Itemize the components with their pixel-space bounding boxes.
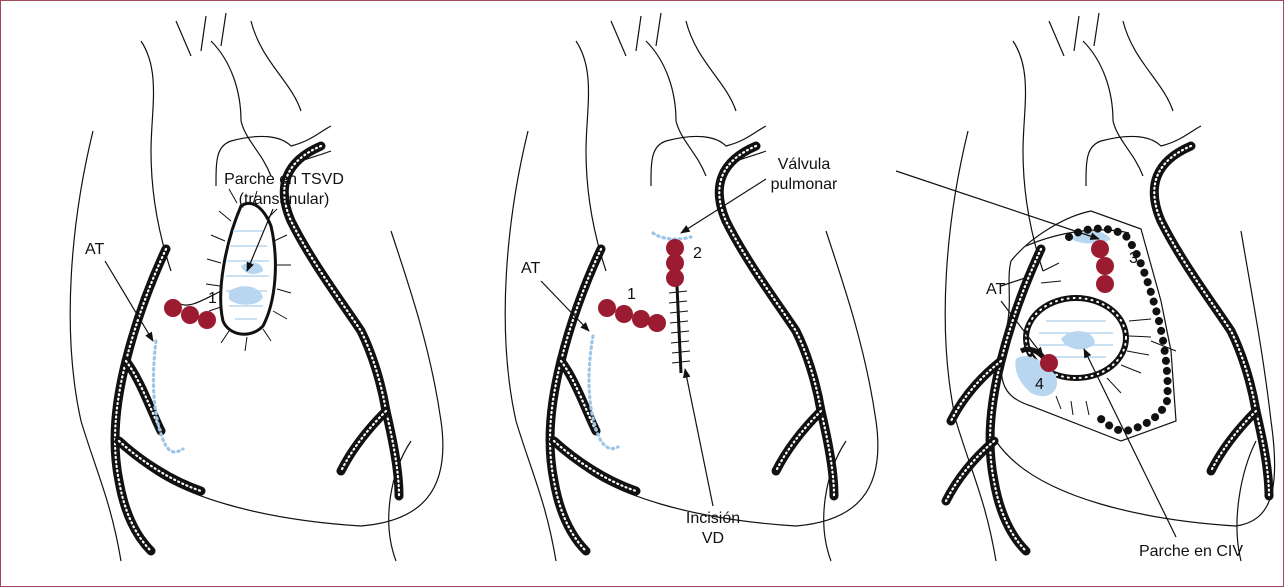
panel-3: 3 4 AT Parche en CIV [896,13,1275,561]
dotted-path [153,341,183,452]
rv-incision [677,286,681,373]
panel-2: 2 1 AT Válvula pulmonar Incisión VD [505,13,878,561]
valve-label: Válvula [778,156,831,173]
at-label-3: AT [986,281,1005,298]
marker-1-label: 1 [208,290,217,307]
marker-dots-2 [598,239,684,332]
marker-2-label: 2 [693,245,702,262]
right-coronary [115,249,166,551]
at-label: AT [85,241,104,258]
marker-1-label-2: 1 [627,286,636,303]
incision-label: Incisión [686,510,740,527]
at-label-2: AT [521,260,540,277]
aorta-outline-2 [576,13,736,271]
patch-sublabel: (transanular) [239,191,330,208]
patch-label: Parche en TSVD [224,171,344,188]
aorta-outline [141,13,301,271]
pulmonary-outline-2 [651,126,766,186]
marker-4-label: 4 [1035,376,1044,393]
pulmonary-outline-3 [1086,126,1201,186]
panel-1: 1 AT Parche en TSVD (transanular) [70,13,443,561]
vsd-label: Parche en CIV [1139,543,1243,560]
valve-dotted [653,233,691,239]
incision-sublabel: VD [702,530,724,547]
right-coronary-2 [550,249,601,551]
valve-sublabel: pulmonar [771,176,838,193]
left-coronary-2 [719,146,834,496]
valve-pointer-3 [896,171,1099,239]
marker-3-label: 3 [1129,250,1138,267]
left-coronary-3 [1154,146,1269,496]
